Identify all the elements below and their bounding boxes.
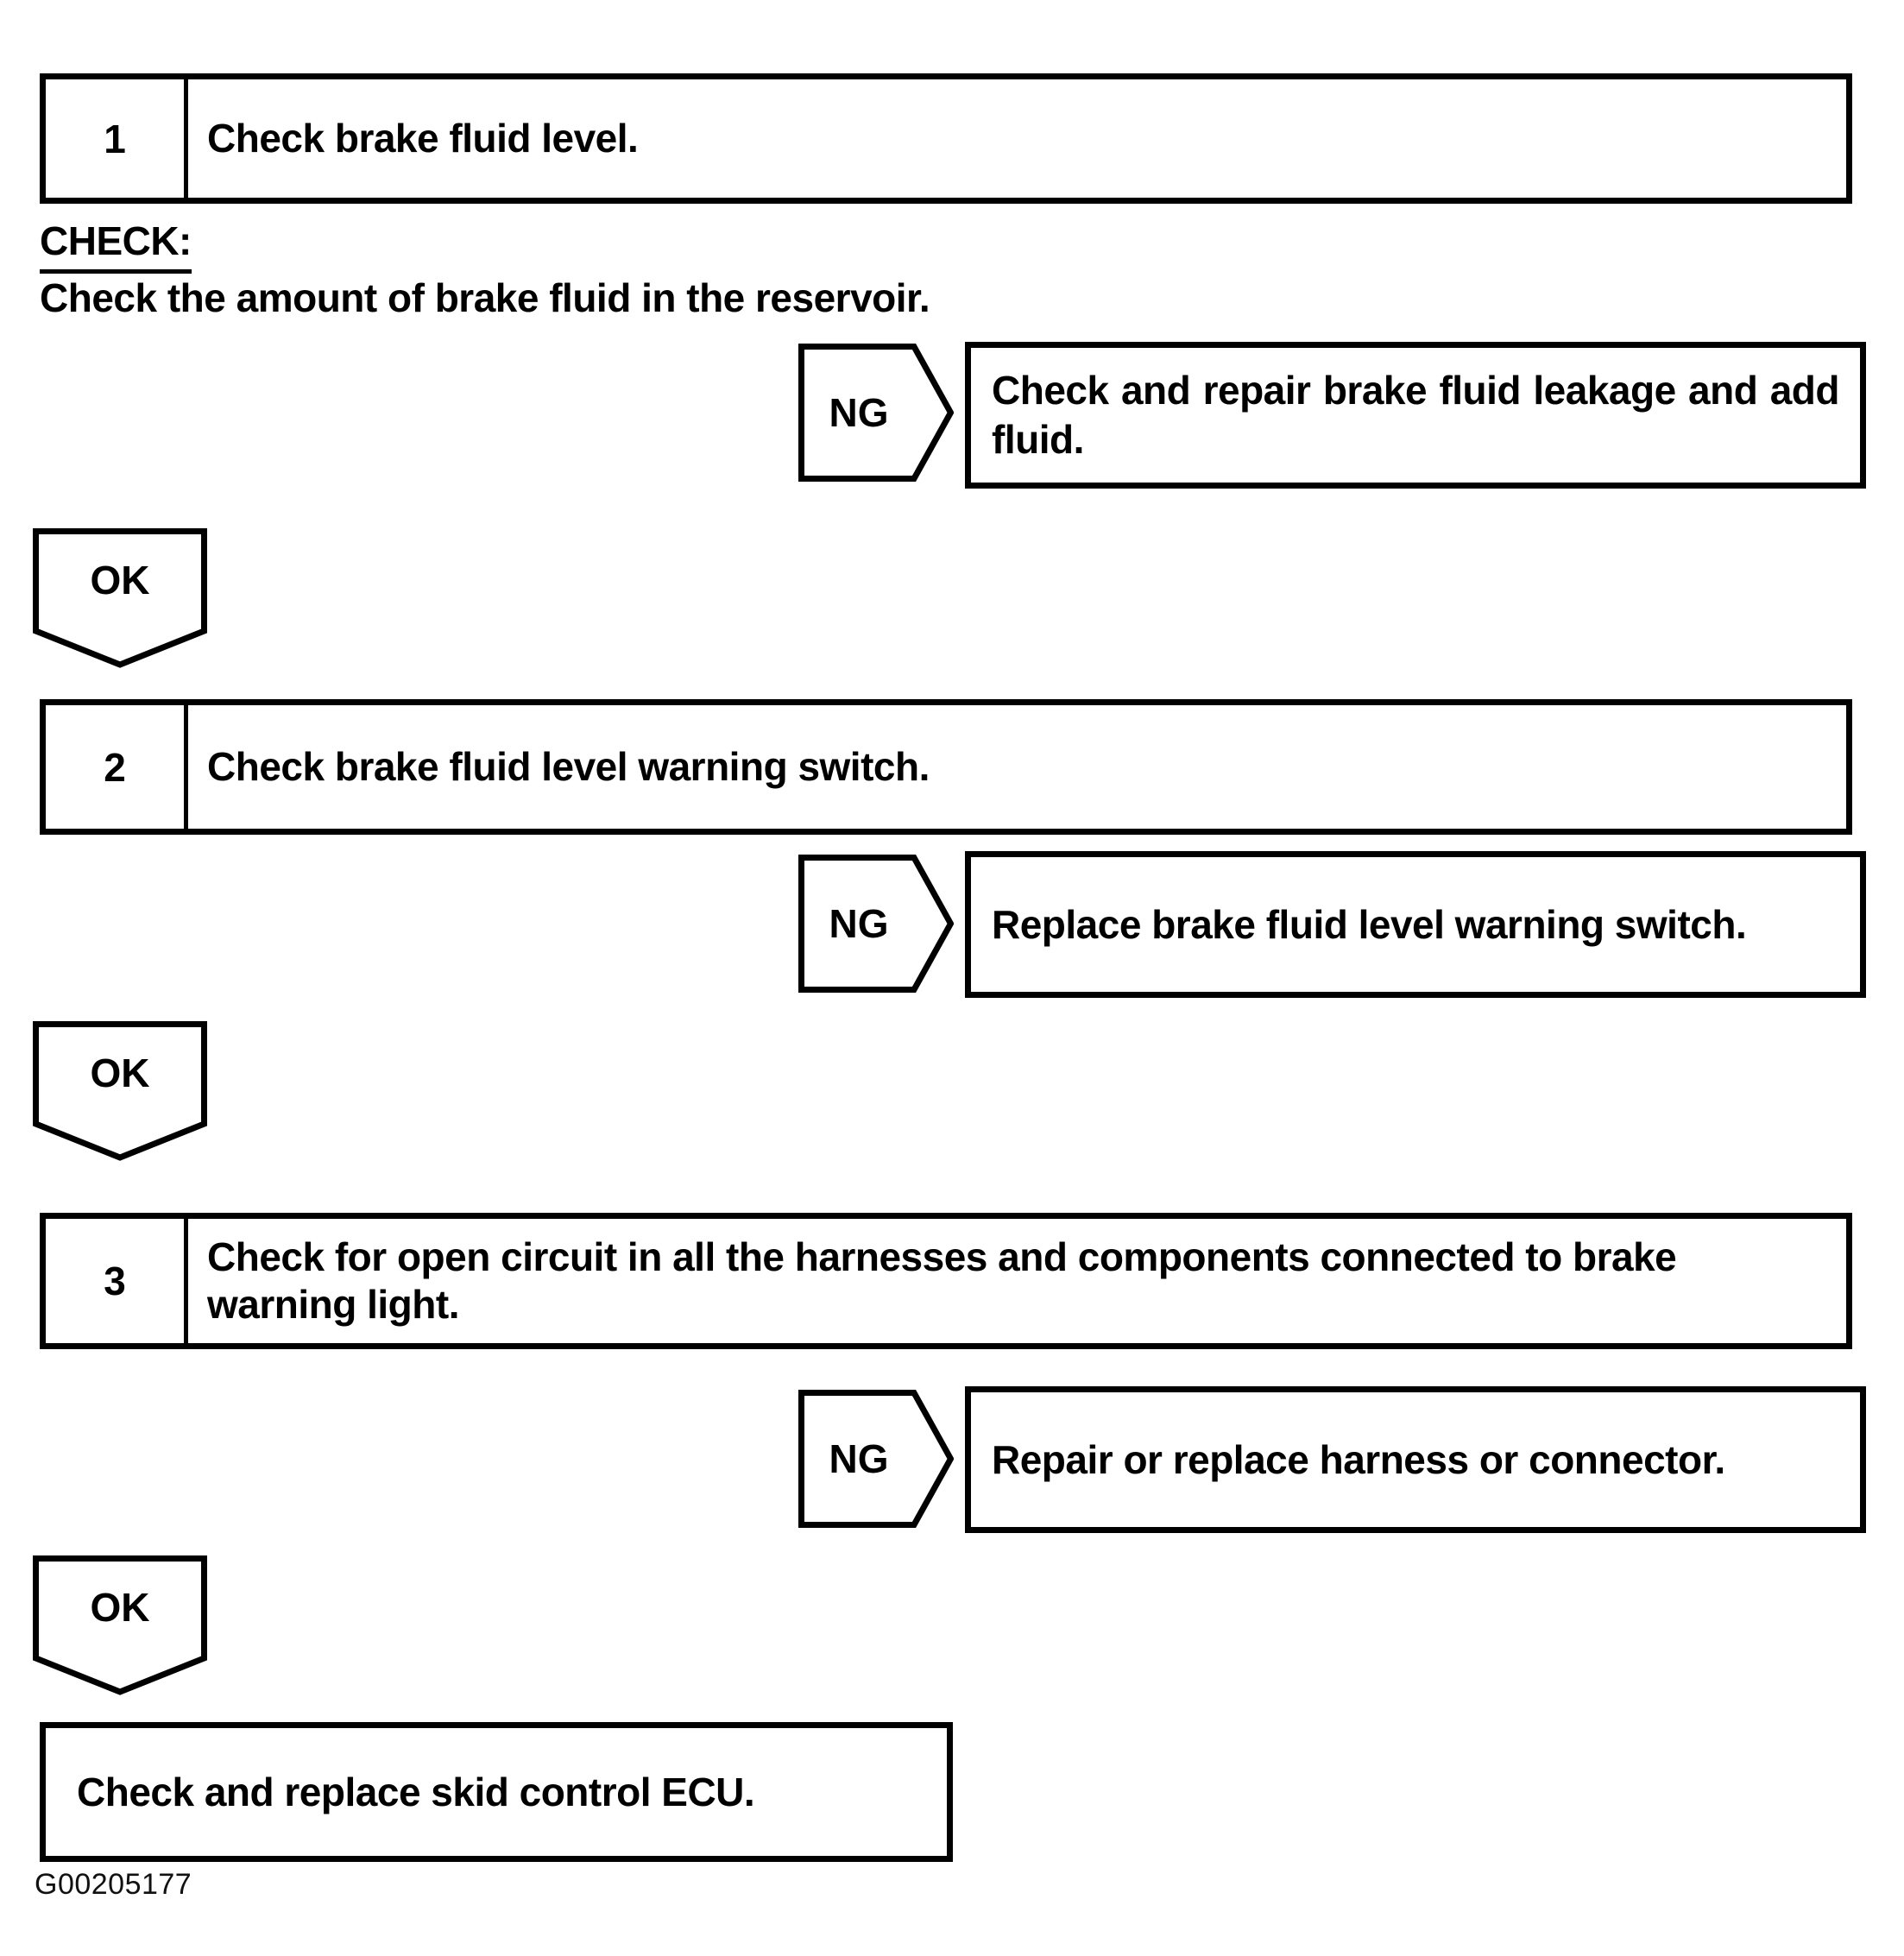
ok-label: OK xyxy=(90,558,150,603)
ng-connector-2: NG xyxy=(798,855,954,993)
final-action-text: Check and replace skid control ECU. xyxy=(77,1770,755,1814)
ng-connector-3: NG xyxy=(798,1390,954,1528)
ng-result-1-text: Check and repair brake fluid leakage and… xyxy=(992,368,1840,462)
ng-arrow-shape xyxy=(798,344,954,482)
ng-label: NG xyxy=(829,901,889,946)
ng-result-2-box: Replace brake fluid level warning switch… xyxy=(965,851,1866,998)
ok-arrow-shape xyxy=(33,1021,207,1161)
final-action-box: Check and replace skid control ECU. xyxy=(40,1722,953,1862)
step-2-number: 2 xyxy=(46,705,188,829)
ng-connector-1: NG xyxy=(798,344,954,482)
ng-result-2-text: Replace brake fluid level warning switch… xyxy=(992,901,1747,947)
ng-label: NG xyxy=(829,1436,889,1481)
step-1-box: 1 Check brake fluid level. xyxy=(40,73,1852,204)
step-2-title: Check brake fluid level warning switch. xyxy=(207,744,930,789)
ok-connector-1: OK xyxy=(33,528,207,668)
ok-connector-2: OK xyxy=(33,1021,207,1161)
check-heading-label: CHECK: xyxy=(40,218,192,274)
ok-arrow-shape xyxy=(33,528,207,668)
step-3-title: Check for open circuit in all the harnes… xyxy=(207,1234,1677,1327)
step-3-number: 3 xyxy=(46,1219,188,1343)
ng-label: NG xyxy=(829,390,889,435)
ok-connector-3: OK xyxy=(33,1555,207,1695)
ok-label: OK xyxy=(90,1585,150,1630)
ng-result-3-box: Repair or replace harness or connector. xyxy=(965,1386,1866,1533)
step-3-box: 3 Check for open circuit in all the harn… xyxy=(40,1213,1852,1349)
ng-result-1-box: Check and repair brake fluid leakage and… xyxy=(965,342,1866,489)
check-heading: CHECK: xyxy=(40,218,192,274)
figure-id: G00205177 xyxy=(35,1868,192,1901)
step-1-title: Check brake fluid level. xyxy=(207,116,639,161)
step-1-number: 1 xyxy=(46,79,188,198)
ok-arrow-shape xyxy=(33,1555,207,1695)
ok-label: OK xyxy=(90,1051,150,1095)
ng-arrow-shape xyxy=(798,1390,954,1528)
ng-arrow-shape xyxy=(798,855,954,993)
step-2-box: 2 Check brake fluid level warning switch… xyxy=(40,699,1852,835)
check-instruction: Check the amount of brake fluid in the r… xyxy=(40,275,930,320)
ng-result-3-text: Repair or replace harness or connector. xyxy=(992,1436,1725,1482)
